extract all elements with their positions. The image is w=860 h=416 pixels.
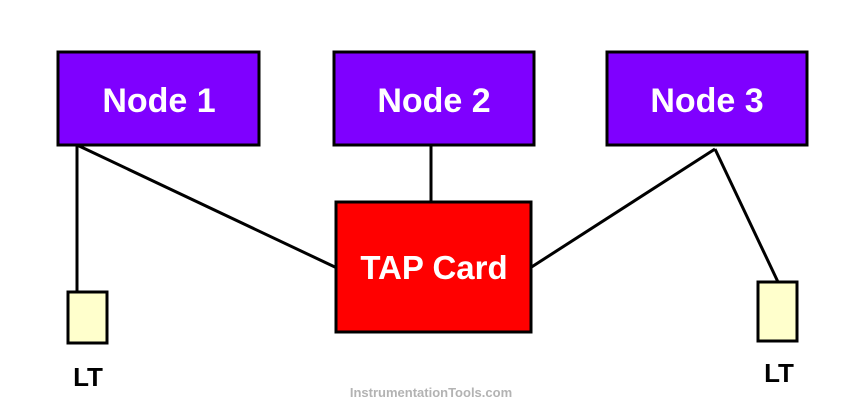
lt-left-device: LT xyxy=(66,290,109,392)
node-1-box: Node 1 xyxy=(56,50,261,147)
node-3-label: Node 3 xyxy=(650,82,763,120)
lt-left-label: LT xyxy=(73,362,103,392)
watermark-text: InstrumentationTools.com xyxy=(350,385,512,400)
lt-right-device: LT xyxy=(756,280,799,388)
link-tap-node3 xyxy=(529,147,716,270)
node-2-box: Node 2 xyxy=(332,50,536,147)
node-1-label: Node 1 xyxy=(102,82,215,120)
node-3-box: Node 3 xyxy=(605,50,809,147)
lt-right-label: LT xyxy=(764,358,794,388)
link-node3-lt xyxy=(713,148,780,283)
tap-card-box: TAP Card xyxy=(334,200,533,334)
link-node1-tap xyxy=(76,143,338,270)
node-2-label: Node 2 xyxy=(377,82,490,120)
tap-card-label: TAP Card xyxy=(360,249,507,286)
